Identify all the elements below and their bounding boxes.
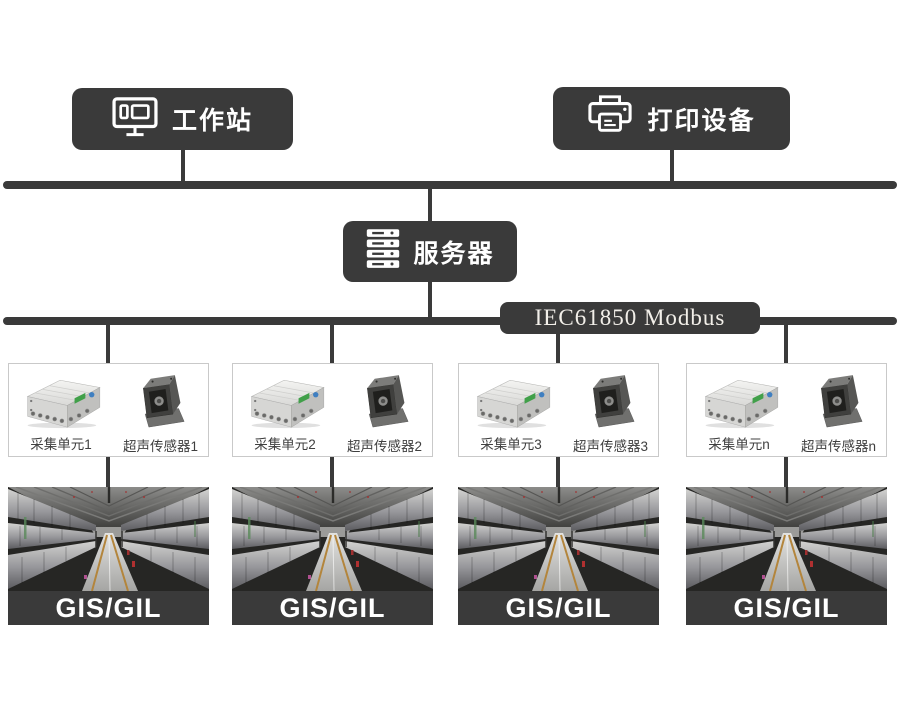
gis-site-card-2: GIS/GIL [232, 487, 433, 625]
ultrasonic-sensor-label: 超声传感器3 [572, 439, 648, 454]
gis-tunnel-photo [8, 487, 209, 591]
acquisition-unit-figure: 采集单元1 [19, 373, 103, 453]
ultrasonic-sensor-photo [584, 373, 636, 431]
acquisition-group-2: 采集单元2 超声传感器2 [232, 363, 433, 457]
ultrasonic-sensor-label: 超声传感器1 [122, 439, 198, 454]
connector-printer [670, 150, 674, 182]
server-label: 服务器 [413, 239, 495, 268]
connector-group4-down [784, 456, 788, 487]
ultrasonic-sensor-photo [812, 373, 864, 431]
gis-tunnel-photo [232, 487, 433, 591]
connector-server-up [428, 188, 432, 222]
acquisition-unit-photo [19, 373, 103, 429]
network-bus-field [3, 317, 897, 325]
gis-site-card-3: GIS/GIL [458, 487, 659, 625]
connector-group3-up [556, 324, 560, 364]
connector-server-down [428, 281, 432, 318]
connector-group3-down [556, 456, 560, 487]
ultrasonic-sensor-figure: 超声传感器n [801, 373, 876, 455]
ultrasonic-sensor-photo [134, 373, 186, 431]
connector-group4-up [784, 324, 788, 364]
acquisition-unit-label: 采集单元n [708, 437, 770, 452]
ultrasonic-sensor-label: 超声传感器n [800, 439, 876, 454]
gis-site-card-1: GIS/GIL [8, 487, 209, 625]
connector-group1-down [106, 456, 110, 487]
acquisition-unit-figure: 采集单元2 [243, 373, 327, 453]
printer-icon [587, 94, 633, 143]
connector-group2-down [330, 456, 334, 487]
gis-site-bar: GIS/GIL [458, 591, 659, 625]
acquisition-group-1: 采集单元1 超声传感器1 [8, 363, 209, 457]
gis-site-label: GIS/GIL [733, 592, 840, 623]
server-icon [365, 228, 401, 275]
ultrasonic-sensor-figure: 超声传感器3 [573, 373, 648, 455]
ultrasonic-sensor-photo [358, 373, 410, 431]
workstation-node: 工作站 [72, 88, 293, 150]
acquisition-unit-photo [697, 373, 781, 429]
acquisition-unit-photo [243, 373, 327, 429]
gis-site-bar: GIS/GIL [8, 591, 209, 625]
gis-tunnel-photo [686, 487, 887, 591]
acquisition-group-n: 采集单元n 超声传感器n [686, 363, 887, 457]
acquisition-unit-figure: 采集单元3 [469, 373, 553, 453]
acquisition-unit-figure: 采集单元n [697, 373, 781, 453]
gis-site-label: GIS/GIL [279, 592, 386, 623]
bus-protocol-label: IEC61850 Modbus [500, 302, 760, 334]
acquisition-unit-photo [469, 373, 553, 429]
connector-group2-up [330, 324, 334, 364]
acquisition-group-3: 采集单元3 超声传感器3 [458, 363, 659, 457]
ultrasonic-sensor-label: 超声传感器2 [346, 439, 422, 454]
network-bus-top [3, 181, 897, 189]
acquisition-unit-label: 采集单元1 [30, 437, 92, 452]
connector-group1-up [106, 324, 110, 364]
server-node: 服务器 [343, 221, 517, 282]
monitor-icon [112, 96, 158, 142]
gis-site-label: GIS/GIL [55, 592, 162, 623]
connector-workstation [181, 150, 185, 182]
gis-site-label: GIS/GIL [505, 592, 612, 623]
acquisition-unit-label: 采集单元3 [480, 437, 542, 452]
gis-site-card-n: GIS/GIL [686, 487, 887, 625]
printer-label: 打印设备 [647, 106, 756, 135]
printer-node: 打印设备 [553, 87, 790, 150]
workstation-label: 工作站 [171, 107, 253, 135]
ultrasonic-sensor-figure: 超声传感器2 [347, 373, 422, 455]
gis-site-bar: GIS/GIL [232, 591, 433, 625]
gis-tunnel-photo [458, 487, 659, 591]
ultrasonic-sensor-figure: 超声传感器1 [123, 373, 198, 455]
gis-site-bar: GIS/GIL [686, 591, 887, 625]
acquisition-unit-label: 采集单元2 [254, 437, 316, 452]
